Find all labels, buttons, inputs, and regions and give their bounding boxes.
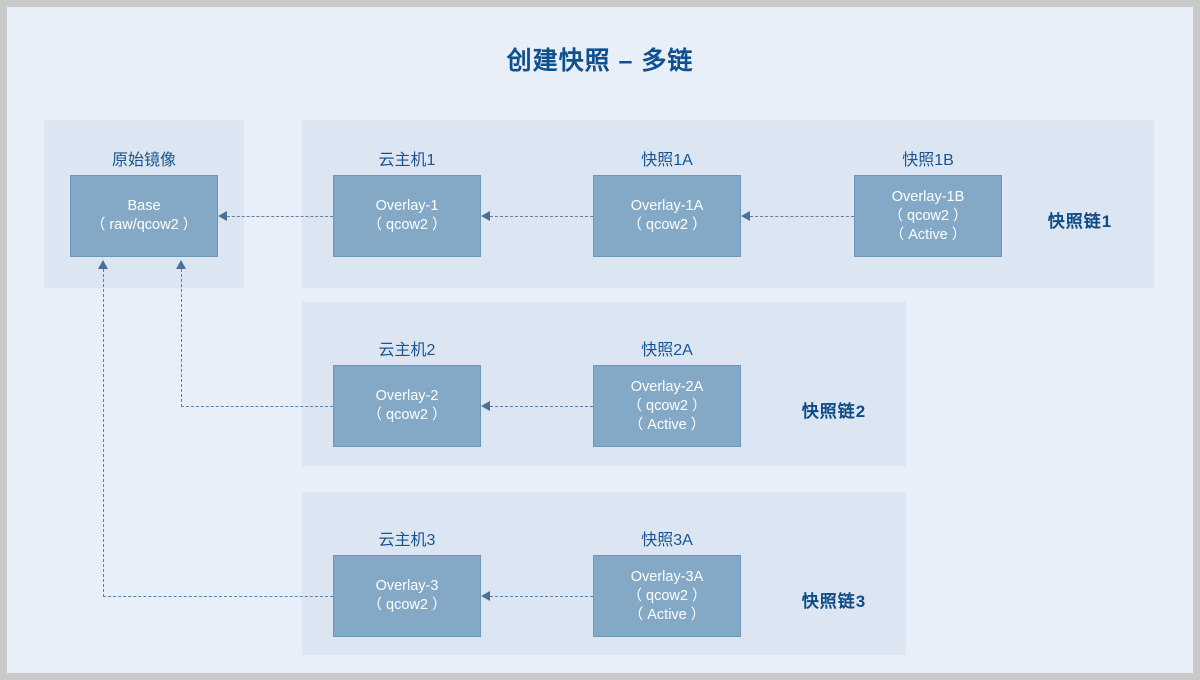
node-overlay-2-line1: Overlay-2 xyxy=(375,388,439,404)
node-overlay-1b-line2: （ qcow2 ） xyxy=(888,207,968,224)
connector-overlay2-to-base-vertical xyxy=(181,269,182,407)
chain-label-3: 快照链3 xyxy=(801,592,867,611)
caption-original-image: 原始镜像 xyxy=(111,152,176,169)
diagram-canvas: 创建快照 – 多链 原始镜像 Base （ raw/qcow2 ） 云主机1 O… xyxy=(7,7,1193,673)
caption-snapshot-3a: 快照3A xyxy=(641,532,693,549)
node-base-line2: （ raw/qcow2 ） xyxy=(90,217,198,233)
connector-overlay3a-to-overlay3 xyxy=(490,596,593,597)
arrowhead-overlay1b-to-overlay1a xyxy=(741,211,750,221)
arrowhead-overlay2-to-base xyxy=(176,260,186,269)
node-overlay-1a: Overlay-1A （ qcow2 ） xyxy=(593,175,741,257)
connector-overlay1b-to-overlay1a xyxy=(750,216,854,217)
node-overlay-3a-line3: （ Active ） xyxy=(628,606,706,623)
chain-label-2: 快照链2 xyxy=(801,402,867,421)
node-base: Base （ raw/qcow2 ） xyxy=(70,175,218,257)
node-overlay-2a-line2: （ qcow2 ） xyxy=(627,397,707,414)
node-overlay-1-line2: （ qcow2 ） xyxy=(367,217,447,233)
node-overlay-3a-line2: （ qcow2 ） xyxy=(627,587,707,604)
node-overlay-1-line1: Overlay-1 xyxy=(375,198,439,214)
caption-snapshot-1a: 快照1A xyxy=(641,152,693,169)
connector-overlay1-to-base xyxy=(227,216,333,217)
connector-overlay1a-to-overlay1 xyxy=(490,216,593,217)
arrowhead-overlay3-to-base xyxy=(98,260,108,269)
connector-overlay2-to-base-horizontal xyxy=(181,406,333,407)
arrowhead-overlay1-to-base xyxy=(218,211,227,221)
node-overlay-3a: Overlay-3A （ qcow2 ） （ Active ） xyxy=(593,555,741,637)
node-base-line1: Base xyxy=(127,198,161,214)
node-overlay-2-line2: （ qcow2 ） xyxy=(367,407,447,423)
node-overlay-2a-line1: Overlay-2A xyxy=(630,378,704,395)
caption-host-3: 云主机3 xyxy=(378,532,436,549)
caption-snapshot-1b: 快照1B xyxy=(902,152,954,169)
node-overlay-3: Overlay-3 （ qcow2 ） xyxy=(333,555,481,637)
node-overlay-3-line1: Overlay-3 xyxy=(375,578,439,594)
node-overlay-1b-line3: （ Active ） xyxy=(889,226,967,243)
node-overlay-3-line2: （ qcow2 ） xyxy=(367,597,447,613)
caption-host-1: 云主机1 xyxy=(378,152,436,169)
node-overlay-2a: Overlay-2A （ qcow2 ） （ Active ） xyxy=(593,365,741,447)
caption-snapshot-2a: 快照2A xyxy=(641,342,693,359)
connector-overlay2a-to-overlay2 xyxy=(490,406,593,407)
chain-label-1: 快照链1 xyxy=(1047,212,1113,231)
arrowhead-overlay2a-to-overlay2 xyxy=(481,401,490,411)
connector-overlay3-to-base-vertical xyxy=(103,269,104,597)
arrowhead-overlay3a-to-overlay3 xyxy=(481,591,490,601)
page-title: 创建快照 – 多链 xyxy=(506,47,694,75)
node-overlay-3a-line1: Overlay-3A xyxy=(630,568,704,585)
node-overlay-1b: Overlay-1B （ qcow2 ） （ Active ） xyxy=(854,175,1002,257)
node-overlay-2: Overlay-2 （ qcow2 ） xyxy=(333,365,481,447)
node-overlay-1a-line1: Overlay-1A xyxy=(630,198,704,214)
node-overlay-1a-line2: （ qcow2 ） xyxy=(627,217,707,233)
arrowhead-overlay1a-to-overlay1 xyxy=(481,211,490,221)
caption-host-2: 云主机2 xyxy=(378,342,436,359)
node-overlay-1: Overlay-1 （ qcow2 ） xyxy=(333,175,481,257)
connector-overlay3-to-base-horizontal xyxy=(103,596,333,597)
node-overlay-2a-line3: （ Active ） xyxy=(628,416,706,433)
node-overlay-1b-line1: Overlay-1B xyxy=(891,188,965,205)
